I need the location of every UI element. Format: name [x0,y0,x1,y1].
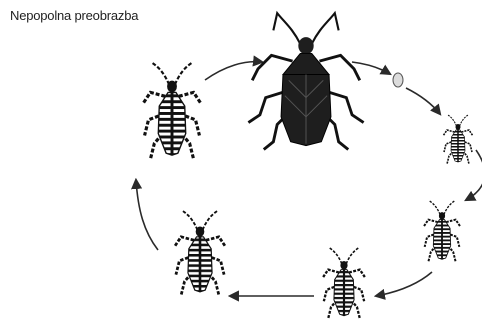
stage-nymph-3 [322,248,365,319]
arrow-nymph1-to-nymph2 [466,150,482,200]
bug-nymph-icon [322,248,365,319]
stage-nymph-4 [174,211,226,295]
arrow-egg-to-nymph1 [406,88,440,114]
arrow-nymph4-to-nymph5 [136,180,158,250]
stage-nymph-5 [143,63,202,159]
bug-adult-icon [248,13,363,149]
arrow-adult-to-egg [352,62,390,74]
bug-nymph-icon [443,115,473,164]
stage-egg [393,73,403,87]
bug-nymph-icon [423,201,460,262]
egg-icon [393,73,403,87]
arrow-nymph2-to-nymph3 [376,272,432,296]
bug-nymph-icon [143,63,202,159]
stage-nymph-1 [443,115,473,164]
stage-adult [248,13,363,149]
bug-nymph-icon [174,211,226,295]
stage-nymph-2 [423,201,460,262]
